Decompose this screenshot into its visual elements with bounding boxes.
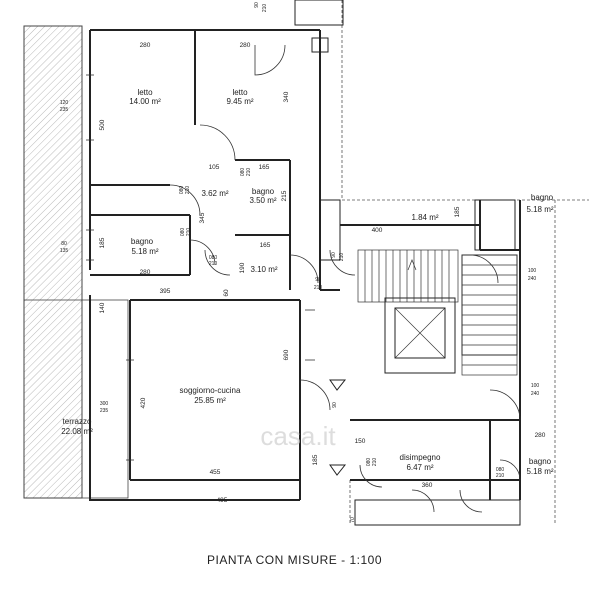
dim-690: 690 (283, 349, 290, 360)
room-letto2-area: 9.45 m² (226, 97, 253, 106)
windows (86, 74, 315, 461)
property-boundary (341, 0, 589, 525)
door-1-height: 210 (185, 186, 191, 195)
room-bagno3-name: bagno (531, 193, 554, 202)
dim-165-a: 165 (259, 164, 270, 171)
dim-90-a: 90 (254, 2, 260, 8)
room-soggiorno-name: soggiorno-cucina (180, 386, 241, 395)
door-2-width: 080 (240, 168, 246, 177)
dim-360: 360 (422, 482, 433, 489)
dim-185-a: 185 (99, 237, 106, 248)
dim-345: 345 (199, 212, 206, 223)
dim-60: 60 (223, 289, 230, 297)
dim-280-bagno: 280 (140, 269, 151, 276)
dim-455: 455 (210, 469, 221, 476)
window-3-width: 300 (100, 401, 109, 407)
door-3-width: 080 (180, 228, 186, 237)
room-bagno3-area: 5.18 m² (526, 205, 553, 214)
dim-280-top-right: 280 (240, 42, 251, 49)
door-3-height: 210 (186, 228, 192, 237)
dim-185-c: 185 (454, 206, 461, 217)
room-bagno1-name: bagno (252, 187, 275, 196)
door-4-height: 210 (209, 261, 218, 267)
room-terrazzo-area: 22.08 m² (61, 427, 93, 436)
staircase (357, 249, 518, 376)
window-3-height: 235 (100, 408, 109, 414)
window-2-height: 135 (60, 248, 69, 254)
dim-165-b: 165 (260, 242, 271, 249)
room-bagno2-name: bagno (131, 237, 154, 246)
terrace-floor (23, 299, 129, 499)
dim-340: 340 (283, 91, 290, 102)
dim-280-bagno4: 280 (535, 432, 546, 439)
dim-185-b: 185 (312, 454, 319, 465)
elevator (394, 307, 446, 359)
dim-210-b: 210 (314, 285, 323, 291)
terrace-hatch (23, 25, 83, 499)
dim-90-b: 90 (315, 277, 321, 283)
dim-100-b: 100 (531, 383, 540, 389)
dimension-labels: 280 280 500 340 105 165 215 345 185 280 … (99, 2, 546, 523)
door-2-height: 210 (246, 168, 252, 177)
room-letto1-area: 14.00 m² (129, 97, 161, 106)
dim-420: 420 (140, 397, 147, 408)
dim-400: 400 (372, 227, 383, 234)
dim-150: 150 (355, 438, 366, 445)
dim-90-d: 90 (332, 402, 338, 408)
room-corridoio2-area: 3.10 m² (250, 265, 277, 274)
dim-210-c: 210 (339, 253, 345, 262)
room-soggiorno-area: 25.85 m² (194, 396, 226, 405)
door-4-width: 080 (209, 255, 218, 261)
room-vano-area: 1.84 m² (411, 213, 438, 222)
room-corridoio1-area: 3.62 m² (201, 189, 228, 198)
room-bagno4-area: 5.18 m² (526, 467, 553, 476)
dim-495: 495 (217, 497, 228, 504)
watermark-logo: casa.it (260, 421, 336, 451)
dim-190: 190 (239, 262, 246, 273)
room-bagno4-name: bagno (529, 457, 552, 466)
room-bagno2-area: 5.18 m² (131, 247, 158, 256)
entry-arrows (329, 379, 347, 476)
door-labels: 080 210 080 210 080 210 080 210 080 210 … (179, 168, 504, 479)
room-disimpegno-area: 6.47 m² (406, 463, 433, 472)
dim-100-a: 100 (528, 268, 537, 274)
door-6-height: 210 (496, 473, 505, 479)
dim-395: 395 (160, 288, 171, 295)
walls (89, 29, 521, 501)
dim-105: 105 (209, 164, 220, 171)
dim-500: 500 (99, 119, 106, 130)
room-letto1-name: letto (137, 88, 153, 97)
room-disimpegno-name: disimpegno (400, 453, 441, 462)
plan-caption: PIANTA CON MISURE - 1:100 (207, 553, 382, 567)
door-swings (169, 44, 521, 513)
dim-240-b: 240 (531, 391, 540, 397)
window-1-width: 120 (60, 100, 69, 106)
dim-240-a: 240 (528, 276, 537, 282)
door-5-width: 080 (366, 458, 372, 467)
dim-140: 140 (99, 302, 106, 313)
window-1-height: 235 (60, 107, 69, 113)
door-6-width: 080 (496, 467, 505, 473)
dim-280-top-left: 280 (140, 42, 151, 49)
door-1-width: 080 (179, 186, 185, 195)
dim-215: 215 (281, 190, 288, 201)
room-letto2-name: letto (232, 88, 248, 97)
room-bagno1-area: 3.50 m² (249, 196, 276, 205)
dim-70: 70 (350, 517, 356, 523)
dim-210-a: 210 (262, 4, 268, 13)
window-labels: 120 235 80 135 300 235 (60, 100, 109, 414)
room-terrazzo-name: terrazzo (63, 417, 92, 426)
window-2-width: 80 (61, 241, 67, 247)
door-5-height: 210 (372, 458, 378, 467)
dim-90-c: 90 (331, 252, 337, 258)
